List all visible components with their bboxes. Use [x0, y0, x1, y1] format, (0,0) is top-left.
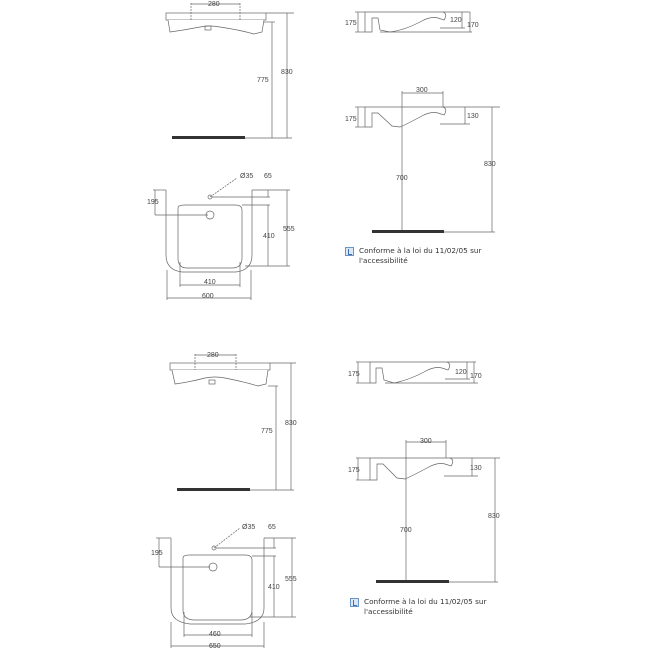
top-view-2 [156, 527, 296, 648]
wheelchair-icon [350, 598, 359, 607]
accessibility-note-text-2: Conforme à la loi du 11/02/05 sur l'acce… [364, 597, 487, 616]
dim-knee-1b: 700 [396, 175, 408, 182]
dim-rim-2b: 130 [470, 465, 482, 472]
dim-total-width-2: 650 [209, 643, 221, 650]
dim-depth-2b: 175 [348, 467, 360, 474]
dim-total-depth-1: 555 [283, 226, 295, 233]
dim-rim-outer-2a: 170 [470, 373, 482, 380]
dim-rim-inner-1a: 120 [450, 17, 462, 24]
dim-knee-2b: 700 [400, 527, 412, 534]
dim-height-top-1: 830 [281, 69, 293, 76]
floor-line-3 [177, 488, 250, 491]
side-view-2b [356, 440, 500, 583]
side-view-1b [355, 91, 500, 233]
dim-total-depth-2: 555 [285, 576, 297, 583]
front-view-2 [169, 354, 296, 491]
side-view-1a [355, 11, 472, 33]
dim-height-1b: 830 [484, 161, 496, 168]
dim-tap-hole-1: Ø35 [240, 173, 253, 180]
floor-line-2 [372, 230, 444, 233]
dim-rim-1b: 130 [467, 113, 479, 120]
dim-height-bottom-1: 775 [257, 77, 269, 84]
dim-rim-inner-2a: 120 [455, 369, 467, 376]
dim-total-width-1: 600 [202, 293, 214, 300]
top-view-1 [153, 177, 290, 300]
floor-line-1 [172, 136, 245, 139]
dim-tap-offset-2: 65 [268, 524, 276, 531]
dim-bowl-width-1: 410 [204, 279, 216, 286]
side-view-2a [356, 361, 478, 384]
dim-depth-1a: 175 [345, 20, 357, 27]
dim-height-2b: 830 [488, 513, 500, 520]
dim-drain-offset-2: 195 [151, 550, 163, 557]
dim-tap-offset-1: 65 [264, 173, 272, 180]
dim-bowl-depth-1: 410 [263, 233, 275, 240]
floor-line-4 [376, 580, 449, 583]
accessibility-note-text-1: Conforme à la loi du 11/02/05 sur l'acce… [359, 246, 482, 265]
dim-depth-2a: 175 [348, 371, 360, 378]
dim-bowl-width-2: 460 [209, 631, 221, 638]
dim-projection-1b: 300 [416, 87, 428, 94]
dim-bowl-depth-2: 410 [268, 584, 280, 591]
dim-tap-spacing-2: 280 [207, 352, 219, 359]
front-view-1 [165, 3, 294, 139]
dim-tap-spacing-1: 280 [208, 1, 220, 8]
dim-drain-offset-1: 195 [147, 199, 159, 206]
wheelchair-icon [345, 247, 354, 256]
dim-rim-outer-1a: 170 [467, 22, 479, 29]
dim-tap-hole-2: Ø35 [242, 524, 255, 531]
dim-projection-2b: 300 [420, 438, 432, 445]
dim-height-top-2: 830 [285, 420, 297, 427]
dim-height-bottom-2: 775 [261, 428, 273, 435]
dim-depth-1b: 175 [345, 116, 357, 123]
